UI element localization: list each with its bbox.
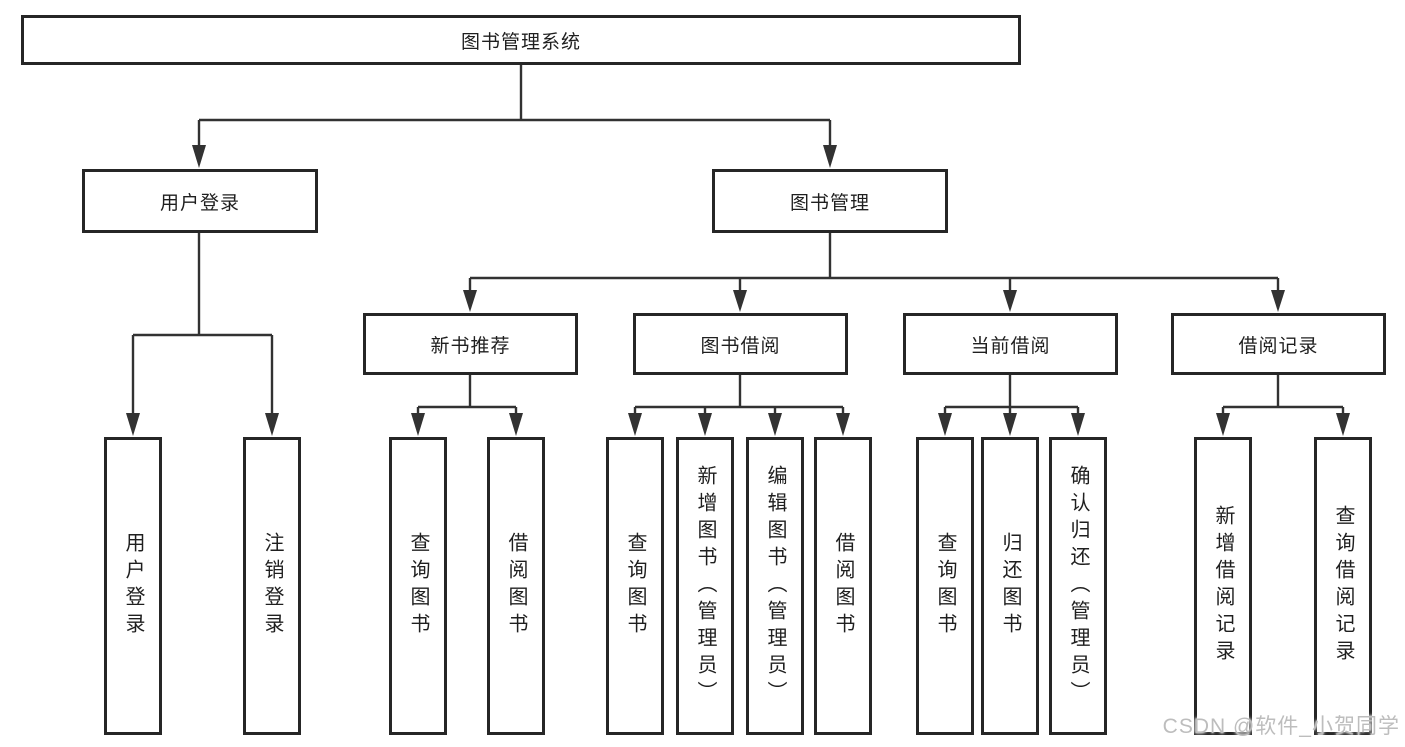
connector-book-management-to-level3	[463, 233, 1285, 312]
leaf-label: 用户登录	[122, 532, 144, 640]
connector-user-login-to-children	[126, 233, 279, 436]
leaf-label: 借阅图书	[505, 532, 527, 640]
node-leaf-query-books-1: 查询图书	[389, 437, 447, 735]
node-book-borrowing: 图书借阅	[633, 313, 848, 375]
node-borrowing-records: 借阅记录	[1171, 313, 1386, 375]
leaf-label: 查询借阅记录	[1332, 505, 1354, 667]
leaf-label: 确认归还（管理员）	[1067, 464, 1089, 708]
leaf-label: 查询图书	[624, 532, 646, 640]
connector-book-borrow-to-children	[628, 375, 850, 436]
node-leaf-logout: 注销登录	[243, 437, 301, 735]
node-leaf-edit-books-admin: 编辑图书（管理员）	[746, 437, 804, 735]
node-user-login: 用户登录	[82, 169, 318, 233]
node-leaf-return-books: 归还图书	[981, 437, 1039, 735]
csdn-watermark: CSDN @软件_小贺同学	[1162, 715, 1400, 738]
leaf-label: 借阅图书	[832, 532, 854, 640]
leaf-label: 编辑图书（管理员）	[764, 464, 786, 708]
connector-new-book-to-children	[411, 375, 523, 436]
leaf-label: 新增借阅记录	[1212, 505, 1234, 667]
node-leaf-confirm-return-admin: 确认归还（管理员）	[1049, 437, 1107, 735]
leaf-label: 查询图书	[934, 532, 956, 640]
node-book-management: 图书管理	[712, 169, 948, 233]
node-leaf-query-borrow-record: 查询借阅记录	[1314, 437, 1372, 735]
leaf-label: 注销登录	[261, 532, 283, 640]
leaf-label: 新增图书（管理员）	[694, 464, 716, 708]
node-current-borrowing: 当前借阅	[903, 313, 1118, 375]
node-leaf-borrow-books-2: 借阅图书	[814, 437, 872, 735]
node-new-book-recommendation: 新书推荐	[363, 313, 578, 375]
node-leaf-add-borrow-record: 新增借阅记录	[1194, 437, 1252, 735]
connector-borrow-records-to-children	[1216, 375, 1350, 436]
node-leaf-query-books-3: 查询图书	[916, 437, 974, 735]
node-leaf-borrow-books-1: 借阅图书	[487, 437, 545, 735]
node-leaf-user-login: 用户登录	[104, 437, 162, 735]
node-library-management-system: 图书管理系统	[21, 15, 1021, 65]
node-leaf-add-books-admin: 新增图书（管理员）	[676, 437, 734, 735]
leaf-label: 查询图书	[407, 532, 429, 640]
node-leaf-query-books-2: 查询图书	[606, 437, 664, 735]
connector-root-to-level2	[192, 65, 837, 168]
leaf-label: 归还图书	[999, 532, 1021, 640]
connector-current-borrow-to-children	[938, 375, 1085, 436]
